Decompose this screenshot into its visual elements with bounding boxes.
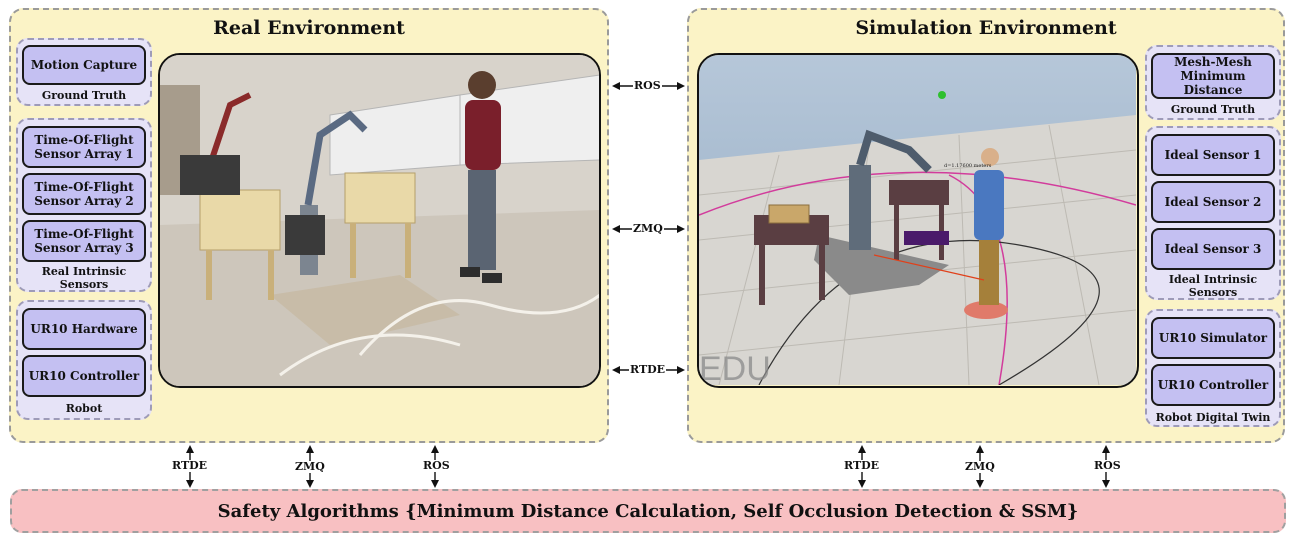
simulation-illustration: d=1.17600 meters EDU xyxy=(699,55,1137,386)
ur10-controller-box-sim: UR10 Controller xyxy=(1151,364,1275,406)
zmq-down-label-left: ZMQ xyxy=(294,460,326,473)
real-intrinsic-sensors-group: Time-Of-Flight Sensor Array 1 Time-Of-Fl… xyxy=(16,118,152,292)
real-ground-truth-label: Ground Truth xyxy=(41,89,127,102)
mesh-mesh-distance-box: Mesh-Mesh Minimum Distance xyxy=(1151,53,1275,99)
real-intrinsic-sensors-label: Real Intrinsic Sensors xyxy=(41,265,127,291)
sim-ground-truth-group: Mesh-Mesh Minimum Distance Ground Truth xyxy=(1145,45,1281,120)
real-lab-illustration xyxy=(160,55,599,386)
ros-down-label-left: ROS xyxy=(422,459,451,472)
rtde-link-label: RTDE xyxy=(629,363,667,376)
ur10-simulator-box: UR10 Simulator xyxy=(1151,317,1275,359)
ros-down-label-right: ROS xyxy=(1093,459,1122,472)
ros-link-label: ROS xyxy=(633,79,662,92)
motion-capture-box: Motion Capture xyxy=(22,45,146,85)
robot-digital-twin-group: UR10 Simulator UR10 Controller Robot Dig… xyxy=(1145,309,1281,427)
ur10-controller-box-real: UR10 Controller xyxy=(22,355,146,397)
distance-readout-text: d=1.17600 meters xyxy=(944,163,992,169)
sim-ground-truth-label: Ground Truth xyxy=(1170,103,1256,116)
ideal-sensor-2-box: Ideal Sensor 2 xyxy=(1151,181,1275,223)
ur10-hardware-box: UR10 Hardware xyxy=(22,308,146,350)
ideal-intrinsic-sensors-group: Ideal Sensor 1 Ideal Sensor 2 Ideal Sens… xyxy=(1145,126,1281,300)
real-ground-truth-group: Motion Capture Ground Truth xyxy=(16,38,152,106)
ideal-intrinsic-sensors-label: Ideal Intrinsic Sensors xyxy=(1168,273,1258,299)
robot-group: UR10 Hardware UR10 Controller Robot xyxy=(16,300,152,420)
safety-algorithms-bar: Safety Algorithms {Minimum Distance Calc… xyxy=(10,489,1286,533)
real-environment-title: Real Environment xyxy=(213,17,405,39)
watermark-text: EDU xyxy=(699,350,771,385)
zmq-link-label: ZMQ xyxy=(632,222,664,235)
robot-digital-twin-label: Robot Digital Twin xyxy=(1155,411,1271,424)
ideal-sensor-3-box: Ideal Sensor 3 xyxy=(1151,228,1275,270)
ideal-sensor-1-box: Ideal Sensor 1 xyxy=(1151,134,1275,176)
simulation-environment-title: Simulation Environment xyxy=(855,17,1117,39)
simulation-render: d=1.17600 meters EDU xyxy=(697,53,1139,388)
rtde-down-label-left: RTDE xyxy=(171,459,209,472)
tof-sensor-array-2-box: Time-Of-Flight Sensor Array 2 xyxy=(22,173,146,215)
zmq-down-label-right: ZMQ xyxy=(964,460,996,473)
robot-label: Robot xyxy=(65,402,103,415)
tof-sensor-array-3-box: Time-Of-Flight Sensor Array 3 xyxy=(22,220,146,262)
tof-sensor-array-1-box: Time-Of-Flight Sensor Array 1 xyxy=(22,126,146,168)
rtde-down-label-right: RTDE xyxy=(843,459,881,472)
real-lab-photo xyxy=(158,53,601,388)
